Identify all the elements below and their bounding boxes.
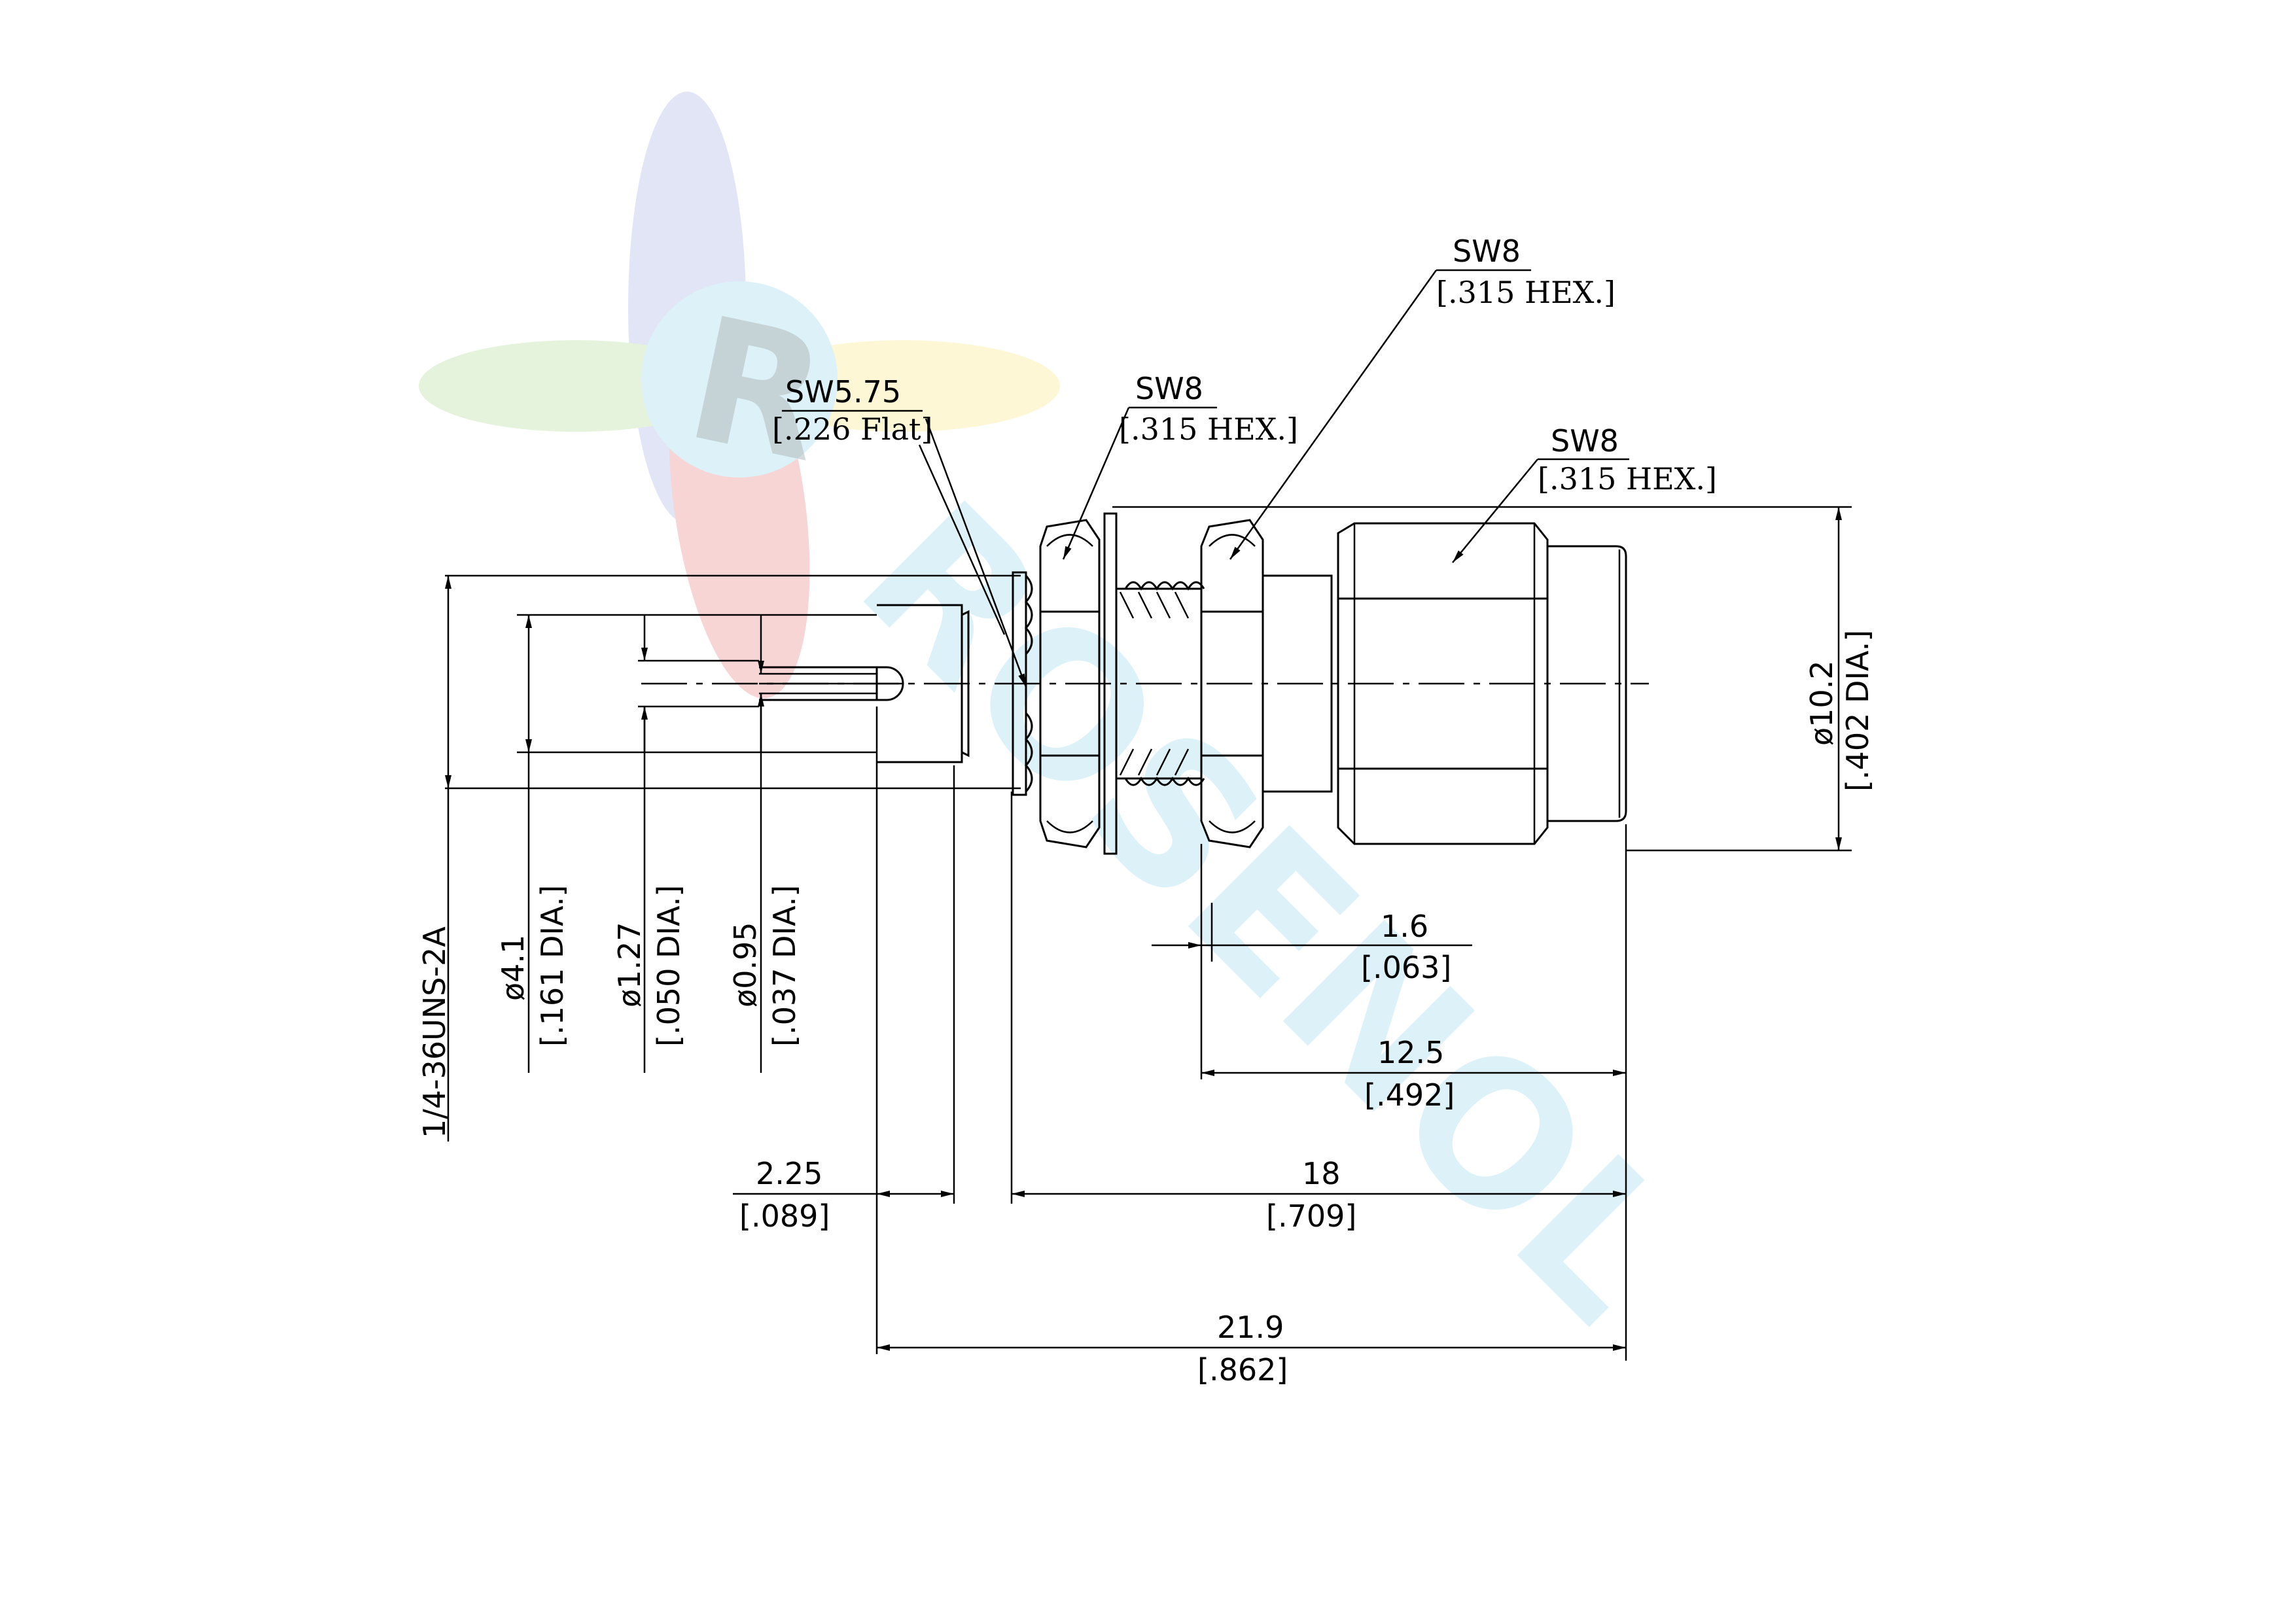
sw8b-note: [.315 HEX.] <box>1436 275 1616 310</box>
dim-len16: 1.6 [.063] <box>1152 903 1472 985</box>
sw8c-size: SW8 <box>1551 423 1619 459</box>
extension-lines <box>445 506 1852 1361</box>
callout-sw8-b: SW8 [.315 HEX.] <box>1229 234 1616 560</box>
sw8c-note: [.315 HEX.] <box>1538 461 1717 497</box>
len18-inch: [.709] <box>1266 1198 1356 1234</box>
dim-thread: 1/4-36UNS-2A <box>417 576 452 1142</box>
sw575-size: SW5.75 <box>785 374 901 410</box>
dia127-inch: [.050 DIA.] <box>651 885 686 1047</box>
len225-mm: 2.25 <box>756 1156 822 1191</box>
dia41-mm: ø4.1 <box>495 935 531 1001</box>
dim-dia127: ø1.27 [.050 DIA.] <box>612 615 686 1073</box>
dim-dia102: ø10.2 [.402 DIA.] <box>1804 507 1875 850</box>
sw8a-note: [.315 HEX.] <box>1119 411 1298 447</box>
len16-mm: 1.6 <box>1381 909 1428 944</box>
dia095-mm: ø0.95 <box>728 922 763 1007</box>
thread-label: 1/4-36UNS-2A <box>417 926 452 1138</box>
dim-len125: 12.5 [.492] <box>1201 1035 1626 1113</box>
sw575-note: [.226 Flat] <box>772 411 932 447</box>
dia41-inch: [.161 DIA.] <box>535 885 570 1047</box>
dia102-mm: ø10.2 <box>1804 660 1839 746</box>
sw8a-size: SW8 <box>1135 371 1203 406</box>
len125-mm: 12.5 <box>1377 1035 1444 1070</box>
dim-len18: 18 [.709] <box>1012 1156 1626 1234</box>
len219-inch: [.862] <box>1197 1352 1288 1387</box>
callout-sw8-c: SW8 [.315 HEX.] <box>1452 423 1717 563</box>
dim-dia41: ø4.1 [.161 DIA.] <box>495 615 570 1073</box>
dim-dia095: ø0.95 [.037 DIA.] <box>728 615 802 1073</box>
len225-inch: [.089] <box>739 1198 830 1234</box>
callout-sw8-a: SW8 [.315 HEX.] <box>1062 371 1298 560</box>
len219-mm: 21.9 <box>1217 1310 1284 1345</box>
callout-sw575: SW5.75 [.226 Flat] <box>772 374 1027 688</box>
dia102-inch: [.402 DIA.] <box>1840 630 1875 792</box>
sw8b-size: SW8 <box>1453 234 1521 269</box>
dim-len219: 21.9 [.862] <box>877 1310 1626 1387</box>
dia095-inch: [.037 DIA.] <box>767 885 802 1047</box>
len125-inch: [.492] <box>1364 1077 1455 1113</box>
len16-inch: [.063] <box>1361 950 1451 985</box>
dia127-mm: ø1.27 <box>612 922 647 1007</box>
len18-mm: 18 <box>1302 1156 1341 1191</box>
dim-len225: 2.25 [.089] <box>733 1156 954 1234</box>
